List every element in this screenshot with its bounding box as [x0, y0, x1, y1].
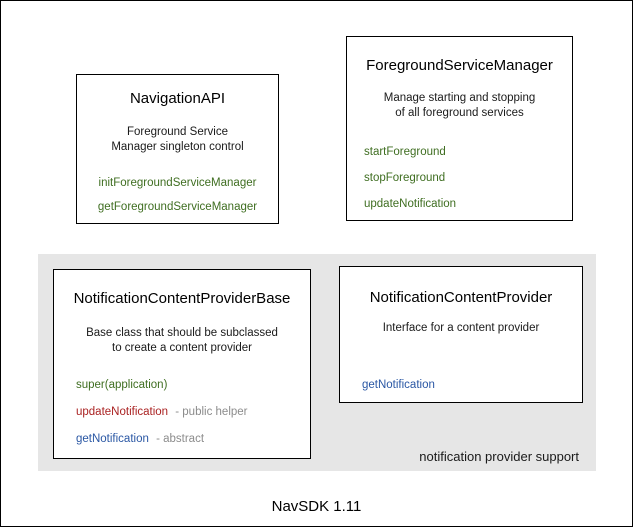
method-name: initForegroundServiceManager [98, 177, 257, 189]
method-qualifier: - public helper [175, 406, 248, 418]
method-name: updateNotification [364, 198, 457, 210]
method-row: getNotification - abstract [76, 426, 310, 453]
method-name: getNotification [362, 379, 435, 391]
class-description: Base class that should be subclassed to … [54, 326, 310, 356]
class-box-navigation-api: NavigationAPI Foreground Service Manager… [76, 74, 279, 224]
description-line: Manager singleton control [111, 141, 244, 153]
method-row: super(application) [76, 372, 310, 399]
class-title: NotificationContentProviderBase [73, 290, 291, 307]
diagram-caption: NavSDK 1.11 [271, 498, 362, 515]
method-row: updateNotification [364, 191, 572, 217]
description-line: Manage starting and stopping [383, 92, 536, 104]
method-row: getForegroundServiceManager [77, 195, 278, 219]
method-name: updateNotification [76, 406, 169, 418]
class-description: Manage starting and stopping of all fore… [347, 91, 572, 121]
description-line: Interface for a content provider [382, 322, 540, 334]
method-name: super(application) [76, 379, 168, 391]
method-row: startForeground [364, 139, 572, 165]
method-qualifier: - abstract [156, 433, 205, 445]
method-row: getNotification [362, 372, 582, 398]
class-description: Foreground Service Manager singleton con… [77, 125, 278, 155]
description-line: to create a content provider [112, 342, 252, 354]
description-line: Foreground Service [127, 126, 228, 138]
method-list: super(application) updateNotification - … [54, 372, 310, 453]
notification-provider-group-panel: NotificationContentProviderBase Base cla… [38, 254, 596, 471]
method-name: getNotification [76, 433, 149, 445]
description-line: of all foreground services [395, 107, 524, 119]
class-description: Interface for a content provider [340, 321, 582, 336]
method-row: stopForeground [364, 165, 572, 191]
method-list: startForeground stopForeground updateNot… [347, 139, 572, 217]
class-box-notification-content-provider: NotificationContentProvider Interface fo… [339, 266, 583, 403]
method-name: startForeground [364, 146, 446, 158]
group-label: notification provider support [419, 449, 579, 464]
class-title: NavigationAPI [129, 90, 226, 107]
method-list: getNotification [340, 372, 582, 398]
class-box-foreground-service-manager: ForegroundServiceManager Manage starting… [346, 36, 573, 221]
description-line: Base class that should be subclassed [86, 327, 278, 339]
method-list: initForegroundServiceManager getForegrou… [77, 171, 278, 219]
class-box-notification-content-provider-base: NotificationContentProviderBase Base cla… [53, 269, 311, 459]
method-row: initForegroundServiceManager [77, 171, 278, 195]
method-name: getForegroundServiceManager [97, 201, 258, 213]
method-row: updateNotification - public helper [76, 399, 310, 426]
method-name: stopForeground [364, 172, 446, 184]
class-title: ForegroundServiceManager [366, 57, 553, 74]
class-title: NotificationContentProvider [369, 289, 553, 306]
